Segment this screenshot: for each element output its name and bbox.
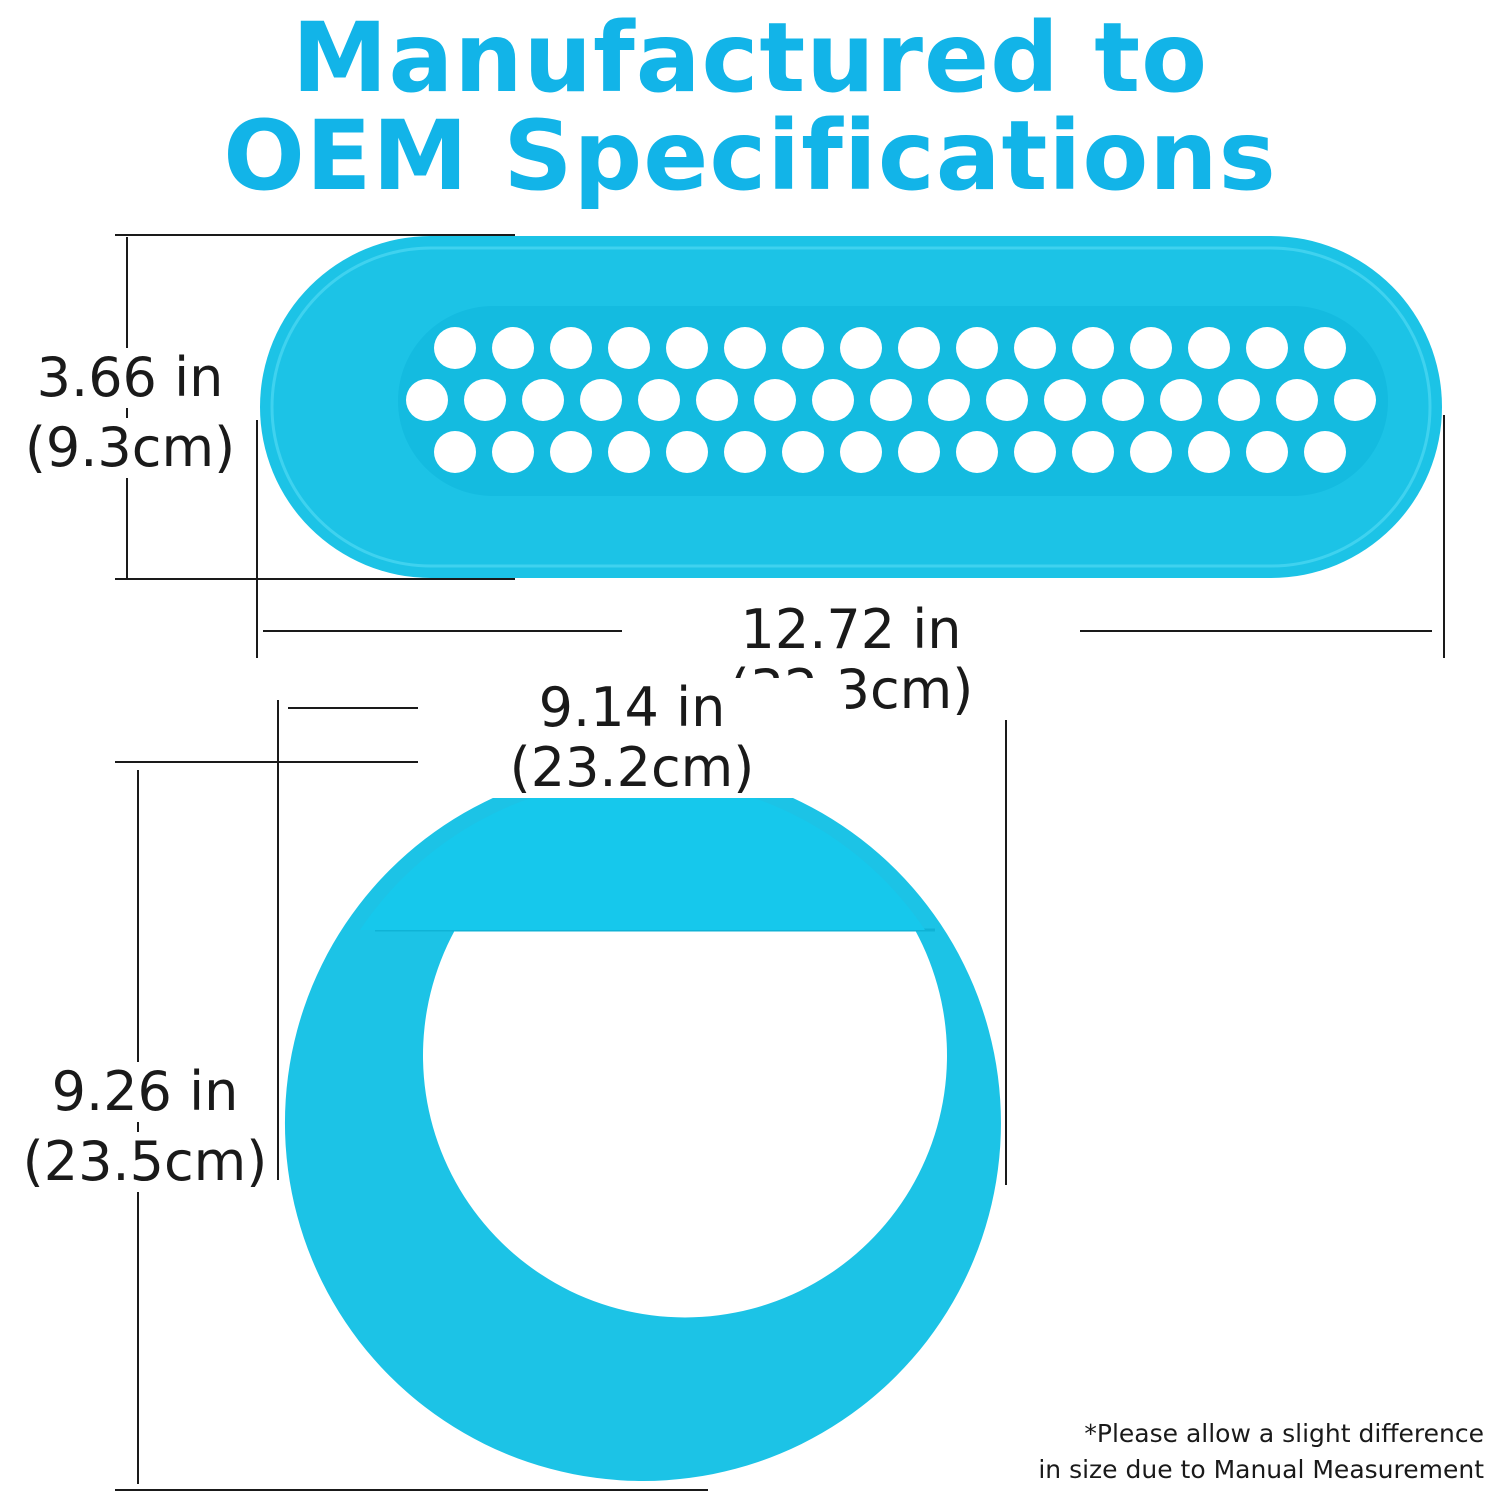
grille-hole bbox=[1130, 431, 1172, 473]
grille-hole bbox=[638, 379, 680, 421]
grille-hole bbox=[1014, 327, 1056, 369]
headline-line-1: Manufactured to bbox=[291, 2, 1209, 114]
grille-hole bbox=[1304, 327, 1346, 369]
grille-height-cm: (9.3cm) bbox=[20, 418, 240, 478]
grille-hole bbox=[1246, 327, 1288, 369]
grille-hole bbox=[840, 327, 882, 369]
grille-hole bbox=[928, 379, 970, 421]
grille-hole bbox=[956, 327, 998, 369]
grille-hole bbox=[870, 379, 912, 421]
grille-hole bbox=[666, 327, 708, 369]
grille-hole bbox=[724, 327, 766, 369]
grille-hole bbox=[1130, 327, 1172, 369]
disclaimer-line-1: *Please allow a slight difference bbox=[1084, 1419, 1484, 1448]
grille-hole bbox=[782, 327, 824, 369]
grille-hole bbox=[840, 431, 882, 473]
grille-hole bbox=[1188, 327, 1230, 369]
grille-height-inches: 3.66 in bbox=[20, 348, 240, 408]
grille-hole bbox=[1276, 379, 1318, 421]
disclaimer-line-2: in size due to Manual Measurement bbox=[1038, 1455, 1484, 1484]
grille-hole bbox=[1334, 379, 1376, 421]
grille-hole bbox=[696, 379, 738, 421]
grille-hole bbox=[1072, 327, 1114, 369]
headline-line-2: OEM Specifications bbox=[223, 100, 1277, 212]
round-ring-part bbox=[284, 765, 1001, 1481]
disclaimer-note: *Please allow a slight difference in siz… bbox=[1038, 1416, 1484, 1488]
grille-hole bbox=[1044, 379, 1086, 421]
grille-hole bbox=[1160, 379, 1202, 421]
grille-hole bbox=[1246, 431, 1288, 473]
grille-hole bbox=[724, 431, 766, 473]
grille-hole bbox=[986, 379, 1028, 421]
grille-hole bbox=[1102, 379, 1144, 421]
grille-hole bbox=[1072, 431, 1114, 473]
ring-height-cm: (23.5cm) bbox=[14, 1132, 276, 1192]
grille-hole bbox=[406, 379, 448, 421]
grille-hole bbox=[1218, 379, 1260, 421]
ring-height-inches: 9.26 in bbox=[30, 1062, 260, 1122]
grille-hole bbox=[434, 327, 476, 369]
grille-hole bbox=[550, 327, 592, 369]
grille-hole bbox=[666, 431, 708, 473]
grille-hole bbox=[754, 379, 796, 421]
grille-hole bbox=[492, 431, 534, 473]
grille-hole bbox=[1014, 431, 1056, 473]
grille-hole bbox=[782, 431, 824, 473]
grille-hole bbox=[522, 379, 564, 421]
grille-hole bbox=[898, 431, 940, 473]
grille-hole bbox=[550, 431, 592, 473]
grille-hole bbox=[608, 327, 650, 369]
grille-hole bbox=[812, 379, 854, 421]
grille-hole bbox=[608, 431, 650, 473]
grille-hole bbox=[1304, 431, 1346, 473]
oval-grille-part bbox=[260, 236, 1442, 578]
grille-hole bbox=[492, 327, 534, 369]
grille-hole bbox=[1188, 431, 1230, 473]
ring-width-label: 9.14 in (23.2cm) bbox=[418, 678, 846, 798]
grille-hole bbox=[898, 327, 940, 369]
grille-hole bbox=[434, 431, 476, 473]
grille-hole bbox=[956, 431, 998, 473]
grille-hole bbox=[464, 379, 506, 421]
grille-holes bbox=[406, 327, 1376, 473]
grille-hole bbox=[580, 379, 622, 421]
